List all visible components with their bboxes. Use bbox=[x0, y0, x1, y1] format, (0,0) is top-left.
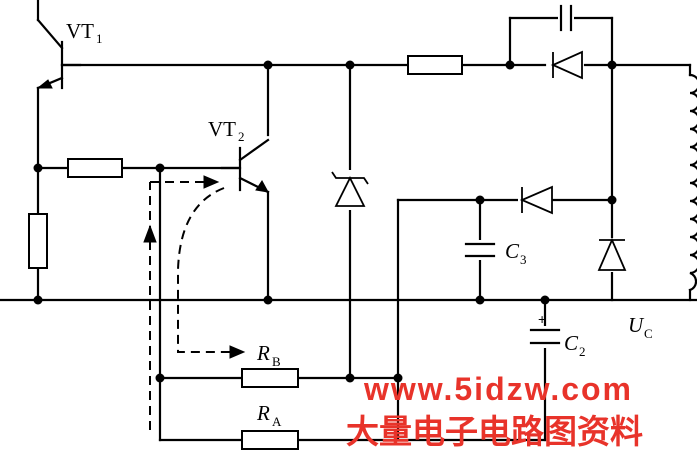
label-uc: U bbox=[628, 313, 645, 337]
label-c2-plus: + bbox=[538, 311, 546, 327]
capacitor-c3 bbox=[464, 240, 496, 260]
transistor-vt1 bbox=[36, 18, 82, 90]
label-c2-sub: 2 bbox=[579, 344, 586, 359]
zener-diode bbox=[330, 170, 370, 210]
watermark: www.5idzw.com 大量电子电路图资料 bbox=[346, 371, 643, 451]
label-ra: R bbox=[256, 401, 270, 425]
resistor-top bbox=[407, 55, 463, 75]
label-c2: C bbox=[564, 331, 579, 355]
label-uc-sub: C bbox=[644, 326, 653, 341]
diode-top bbox=[548, 50, 583, 80]
resistor-ra bbox=[241, 430, 299, 450]
capacitor-top bbox=[558, 4, 574, 32]
junction-dots bbox=[33, 60, 617, 383]
inductor-coil bbox=[688, 73, 697, 292]
label-vt1: VT bbox=[66, 19, 94, 43]
watermark-chinese: 大量电子电路图资料 bbox=[346, 412, 643, 451]
diode-right bbox=[597, 237, 627, 272]
label-vt2: VT bbox=[208, 117, 236, 141]
label-vt1-sub: 1 bbox=[96, 31, 103, 46]
component-labels: VT 1 VT 2 C 3 + C 2 U C R B R A bbox=[66, 19, 653, 429]
transistor-vt2 bbox=[220, 138, 270, 194]
label-vt2-sub: 2 bbox=[238, 129, 245, 144]
resistor-bias bbox=[67, 158, 123, 178]
label-rb: R bbox=[256, 341, 270, 365]
label-ra-sub: A bbox=[272, 414, 282, 429]
label-c3-sub: 3 bbox=[520, 252, 527, 267]
label-c3: C bbox=[505, 239, 520, 263]
diode-middle bbox=[518, 185, 553, 215]
capacitor-c2 bbox=[529, 326, 561, 348]
resistor-rb bbox=[241, 368, 299, 388]
resistor-vertical-left bbox=[28, 213, 48, 269]
label-rb-sub: B bbox=[272, 354, 281, 369]
current-path-dashed bbox=[143, 175, 246, 430]
watermark-url: www.5idzw.com bbox=[363, 371, 633, 407]
